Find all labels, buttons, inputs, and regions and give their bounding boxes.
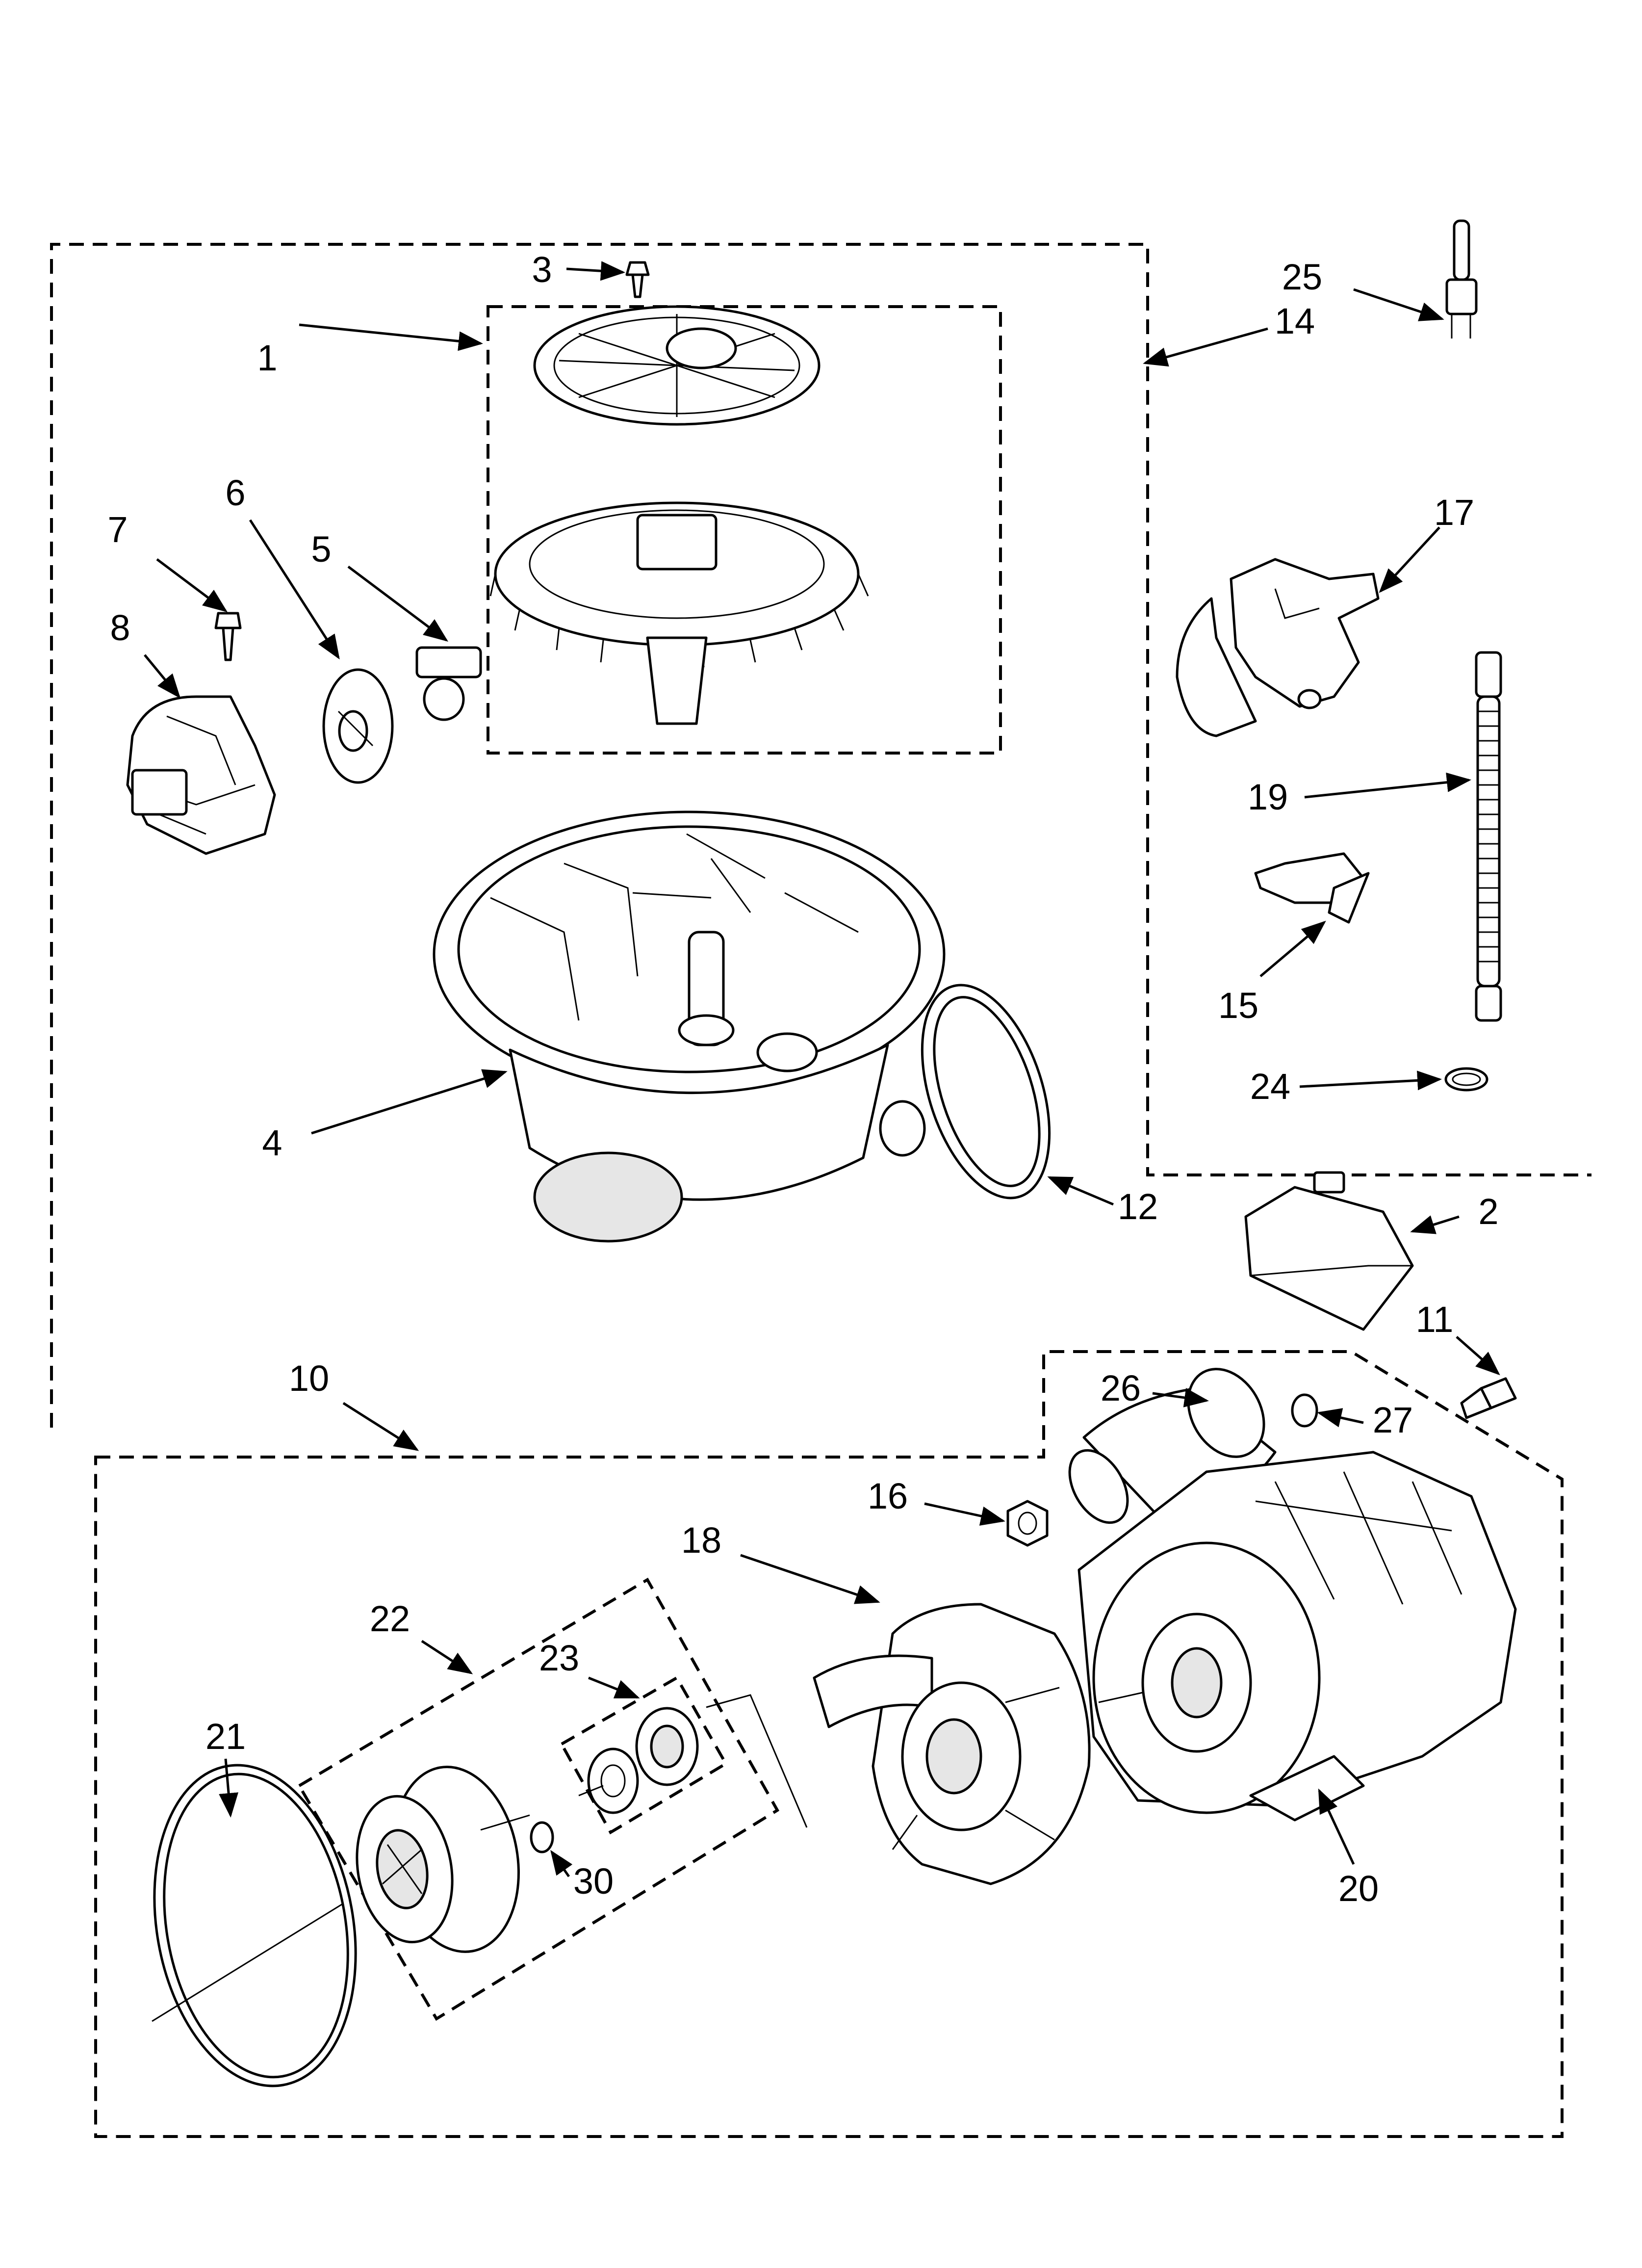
leader-10 [342,1402,419,1451]
clip-part-15 [1254,852,1370,924]
callout-5: 5 [311,529,331,570]
pump-assembly-boundary [94,1350,1564,2138]
hose-part-19 [1475,651,1502,1022]
callout-3: 3 [532,249,552,290]
callout-10: 10 [289,1358,329,1399]
disc-part-6 [322,668,394,784]
leader-21 [219,1758,239,1818]
callout-30: 30 [573,1861,614,1902]
leader-18 [740,1554,880,1604]
seal-assembly-boundary [297,1577,780,2021]
housing-part-8 [126,695,276,855]
leader-17 [1379,526,1440,593]
leader-30 [550,1850,573,1877]
parts [126,219,1517,2087]
leader-2 [1410,1215,1460,1234]
bracket-part-17 [1176,558,1380,737]
leader-16 [924,1502,1005,1526]
leader-14 [1143,327,1268,367]
seal-connector-line [706,1694,808,1828]
callout-24: 24 [1250,1066,1290,1107]
nut-part-16 [1006,1500,1049,1547]
filter-assembly-part [489,305,869,725]
leader-26 [1152,1388,1209,1408]
leader-6 [249,519,340,660]
clamp-part-24 [1444,1067,1488,1092]
sensor-part-25 [1445,219,1478,339]
callout-22: 22 [370,1598,410,1639]
leader-27 [1317,1408,1364,1428]
callout-12: 12 [1118,1186,1158,1227]
assembly-axis-line [152,1785,604,2022]
washer-part-30 [530,1821,554,1853]
leader-25 [1353,288,1444,321]
screw-part-3 [625,261,650,298]
callout-27: 27 [1373,1400,1413,1440]
callout-14: 14 [1275,301,1315,341]
leader-11 [1456,1336,1500,1376]
assembly-boundaries [50,243,1591,2138]
callout-4: 4 [262,1122,282,1163]
leader-1 [299,323,483,351]
callout-20: 20 [1338,1868,1379,1909]
sump-housing-part-4 [433,810,946,1243]
leader-24 [1299,1070,1442,1091]
callout-2: 2 [1478,1191,1498,1232]
screw-part-7 [214,612,242,661]
callout-17: 17 [1434,492,1474,533]
callout-7: 7 [107,509,128,550]
callout-19: 19 [1248,777,1288,817]
upper-assembly-boundary [50,243,1591,1428]
callout-11: 11 [1416,1299,1454,1340]
callout-8: 8 [110,607,130,648]
callout-25: 25 [1282,257,1322,297]
motor-part-20 [1078,1451,1517,1822]
float-part-5 [415,646,482,721]
washer-part-27 [1291,1393,1318,1428]
leader-22 [421,1640,473,1674]
callout-16: 16 [868,1476,908,1516]
capacitor-part-26 [1068,1368,1277,1527]
leader-12 [1047,1176,1114,1206]
callout-15: 15 [1218,985,1258,1026]
gasket-part-12 [921,984,1051,1199]
callout-labels: 1 2 3 4 5 6 7 8 10 11 12 14 15 16 17 18 … [107,249,1498,1909]
screw-part-11 [1460,1377,1517,1419]
leader-lines [144,261,1500,1877]
leader-7 [156,558,228,612]
pump-housing-part-18 [813,1603,1091,1885]
callout-6: 6 [225,472,245,513]
leader-5 [347,566,448,642]
leader-19 [1304,772,1471,799]
leader-15 [1259,920,1326,977]
callout-21: 21 [205,1716,246,1757]
leader-4 [311,1069,508,1135]
callout-1: 1 [257,338,277,378]
leader-20 [1318,1788,1355,1865]
leader-8 [144,654,181,699]
callout-23: 23 [539,1638,579,1678]
cover-part-2 [1244,1171,1414,1331]
leader-3 [566,261,625,281]
filter-assembly-boundary [487,305,1002,755]
leader-23 [588,1676,640,1699]
callout-26: 26 [1101,1368,1141,1408]
gasket-part-21 [153,1764,357,2087]
impeller-part-22 [356,1766,520,1953]
seal-part-23 [587,1707,699,1814]
callout-18: 18 [681,1520,721,1561]
